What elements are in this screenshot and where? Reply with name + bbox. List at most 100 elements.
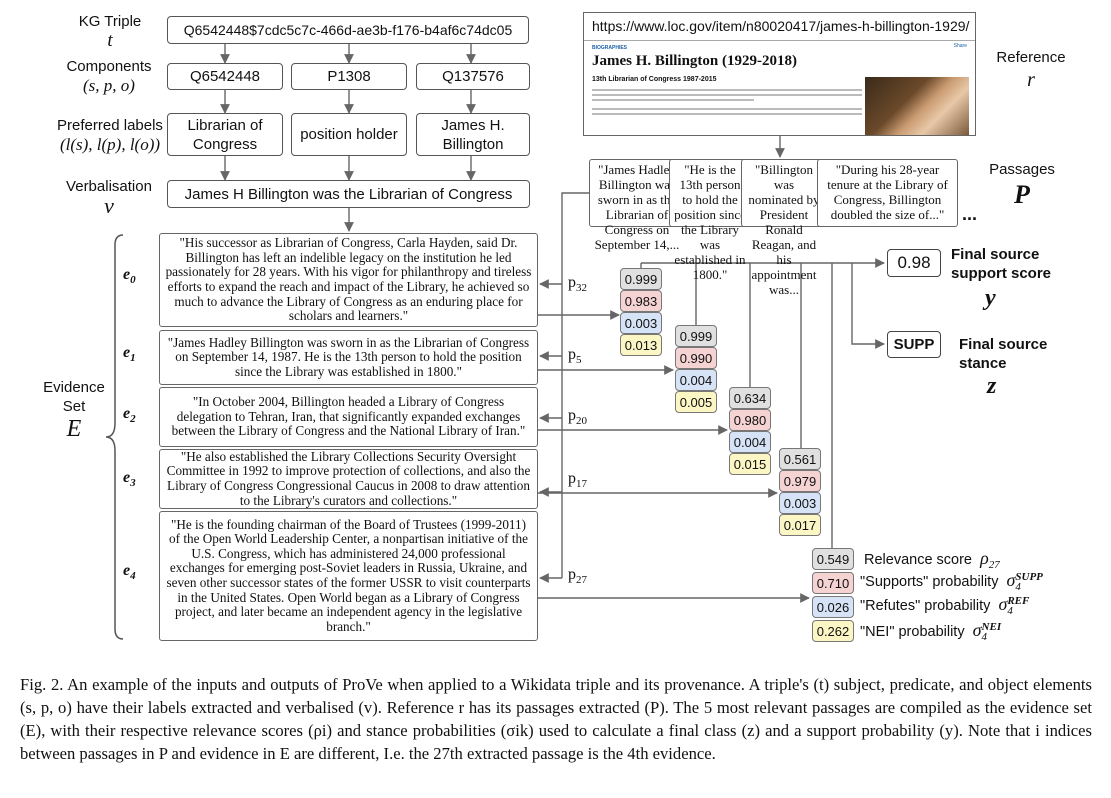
- relevance-score-0: 0.999: [620, 268, 662, 290]
- E-symbol: E: [66, 416, 82, 442]
- caption-text: An example of the inputs and outputs of …: [20, 675, 1092, 763]
- passage-text-1: "James Hadley Billington was sworn in as…: [594, 162, 680, 252]
- passages-ellipsis: ...: [962, 204, 978, 224]
- P-symbol: P: [1014, 180, 1030, 209]
- refutes-prob-4: 0.026: [812, 596, 854, 618]
- supports-prob-2: 0.980: [729, 409, 771, 431]
- passage-card-4: "During his 28-year tenure at the Librar…: [817, 159, 958, 227]
- label-object: James H. Billington: [416, 113, 530, 156]
- evidence-label-0: e0: [123, 266, 136, 287]
- caption-prefix: Fig. 2.: [20, 675, 64, 694]
- evidence-brace: [105, 234, 124, 640]
- reference-subtitle: 13th Librarian of Congress 1987-2015: [592, 76, 717, 83]
- supports-prob-4: 0.710: [812, 572, 854, 594]
- passage-card-3: "Billington was nominated by President R…: [741, 159, 827, 297]
- refutes-prob-0: 0.003: [620, 312, 662, 334]
- lspo-symbol: (l(s), l(p), l(o)): [59, 135, 161, 154]
- reference-text: Reference: [996, 49, 1066, 66]
- spo-symbol: (s, p, o): [83, 76, 135, 95]
- refutes-prob-1: 0.004: [675, 369, 717, 391]
- y-symbol: y: [985, 285, 996, 311]
- final-score-value: 0.98: [897, 253, 931, 272]
- label-subject: Librarian of Congress: [167, 113, 283, 156]
- passage-text-4: "During his 28-year tenure at the Librar…: [827, 162, 948, 222]
- reference-card: https://www.loc.gov/item/n80020417/james…: [583, 12, 976, 136]
- evidence-box-4: "He is the founding chairman of the Boar…: [159, 511, 538, 641]
- component-object: Q137576: [416, 63, 530, 90]
- evidence-text: Evidence: [43, 379, 105, 396]
- kg-triple-box: Q6542448$7cdc5c7c-466d-ae3b-f176-b4af6c7…: [167, 16, 529, 44]
- evidence-label-1: e1: [123, 344, 136, 365]
- final-score-label: Final source support score y: [951, 245, 1052, 311]
- evidence-label-2: e2: [123, 405, 136, 426]
- verbalisation-text: Verbalisation: [66, 178, 152, 195]
- reference-kicker: BIOGRAPHIES: [592, 45, 628, 51]
- component-predicate: P1308: [291, 63, 407, 90]
- label-s: Librarian of Congress: [187, 116, 263, 153]
- passages-text: Passages: [989, 161, 1055, 178]
- supports-prob-3: 0.979: [779, 470, 821, 492]
- verbalisation-label: Verbalisation v: [50, 177, 168, 218]
- passage-index-3: p17: [568, 470, 587, 491]
- refutes-prob-2: 0.004: [729, 431, 771, 453]
- component-subject: Q6542448: [167, 63, 283, 90]
- nei-prob-2: 0.015: [729, 453, 771, 475]
- relevance-score-3: 0.561: [779, 448, 821, 470]
- r-symbol: r: [1027, 69, 1035, 91]
- final-stance-box: SUPP: [887, 331, 941, 358]
- relevance-score-4: 0.549: [812, 548, 854, 570]
- passage-index-1: p5: [568, 346, 582, 367]
- reference-body-lines: [592, 89, 862, 115]
- t-symbol: t: [107, 30, 113, 51]
- v-symbol: v: [104, 193, 114, 218]
- label-o: James H. Billington: [441, 116, 505, 153]
- nei-prob-4: 0.262: [812, 620, 854, 642]
- nei-prob-1: 0.005: [675, 391, 717, 413]
- final-stance-text: Final source: [959, 336, 1048, 353]
- component-o: Q137576: [442, 68, 504, 85]
- passage-card-2: "He is the 13th person to hold the posit…: [669, 159, 751, 282]
- final-stance-text2: stance: [959, 355, 1007, 372]
- final-score-box: 0.98: [887, 249, 941, 277]
- passage-index-2: p20: [568, 407, 587, 428]
- evidence-label-3: e3: [123, 469, 136, 490]
- component-p: P1308: [327, 68, 371, 85]
- final-stance-label: Final source stance z: [959, 335, 1048, 399]
- kg-triple-text: KG Triple: [78, 13, 142, 30]
- passages-label: Passages P: [982, 160, 1062, 209]
- evidence-box-1: "James Hadley Billington was sworn in as…: [159, 330, 538, 385]
- passage-index-4: p27: [568, 566, 587, 587]
- evidence-text-1: "James Hadley Billington was sworn in as…: [167, 334, 530, 379]
- evidence-text-4: "He is the founding chairman of the Boar…: [166, 516, 531, 634]
- reference-share-link[interactable]: Share: [953, 43, 967, 49]
- verbalisation-value: James H Billington was the Librarian of …: [184, 185, 513, 203]
- z-symbol: z: [987, 373, 997, 399]
- figure-caption: Fig. 2. An example of the inputs and out…: [20, 673, 1092, 765]
- evidence-text-3: "He also established the Library Collect…: [166, 448, 531, 508]
- evidence-text-0: "His successor as Librarian of Congress,…: [165, 235, 532, 324]
- supports-prob-1: 0.990: [675, 347, 717, 369]
- kg-triple-label: KG Triple t: [60, 12, 160, 50]
- reference-title: James H. Billington (1929-2018): [592, 53, 797, 69]
- final-stance-value: SUPP: [893, 336, 935, 353]
- evidence-box-0: "His successor as Librarian of Congress,…: [159, 233, 538, 327]
- label-p: position holder: [300, 126, 398, 143]
- component-s: Q6542448: [189, 68, 261, 85]
- evidence-set-label: Evidence Set E: [34, 378, 114, 442]
- passage-index-0: p32: [568, 274, 587, 295]
- final-score-text2: support score: [951, 265, 1052, 282]
- final-score-text: Final source: [951, 246, 1040, 263]
- kg-triple-value: Q6542448$7cdc5c7c-466d-ae3b-f176-b4af6c7…: [183, 22, 513, 38]
- evidence-text-2: "In October 2004, Billington headed a Li…: [171, 394, 526, 439]
- nei-prob-0: 0.013: [620, 334, 662, 356]
- reference-portrait: [865, 77, 969, 135]
- set-text: Set: [62, 398, 86, 415]
- legend-relevance: Relevance score ρ27: [864, 548, 1000, 571]
- reference-url[interactable]: https://www.loc.gov/item/n80020417/james…: [584, 13, 975, 41]
- relevance-score-2: 0.634: [729, 387, 771, 409]
- reference-label: Reference r: [986, 48, 1076, 90]
- relevance-score-1: 0.999: [675, 325, 717, 347]
